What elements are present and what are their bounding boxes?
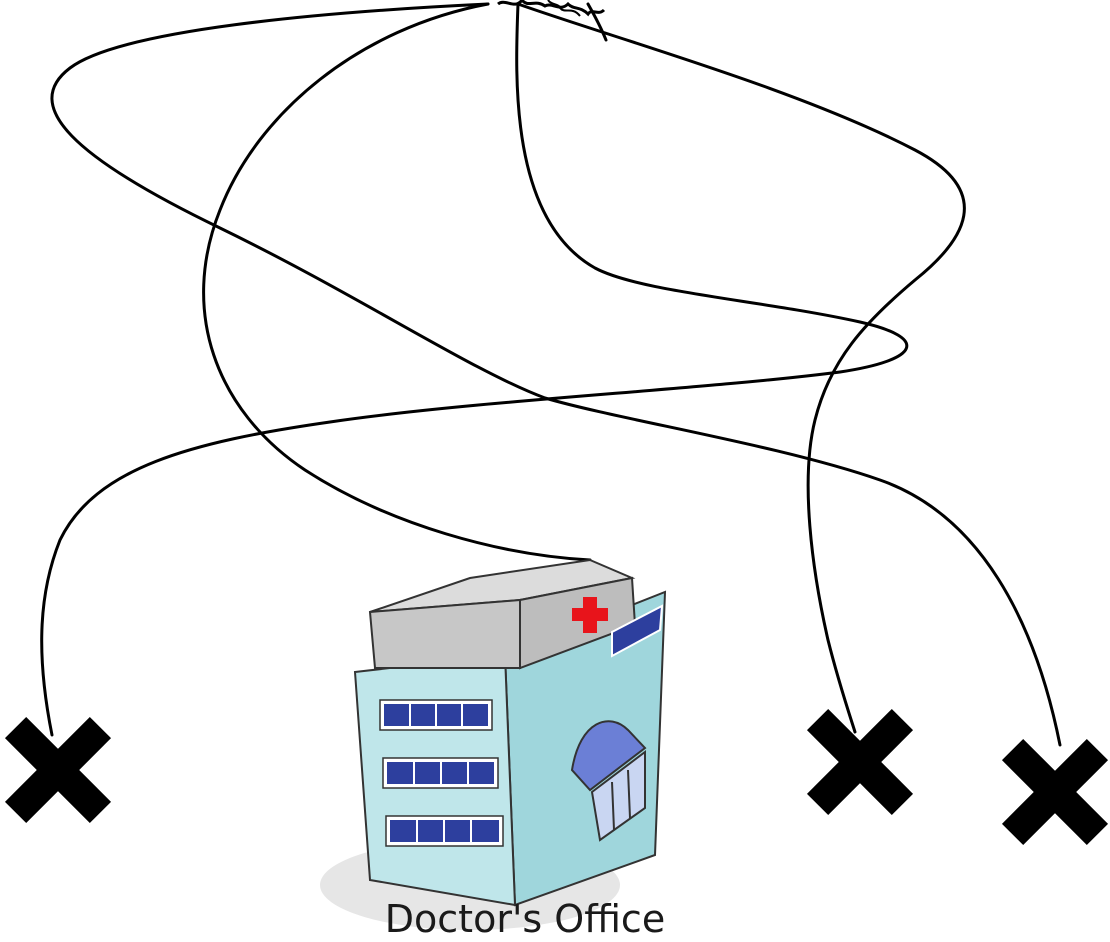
route-line-1 [50,2,1062,747]
route-line-4 [516,2,966,734]
window-row [382,757,499,789]
doctors-office-icon [320,558,667,930]
x-mark-icon [1001,738,1109,846]
office-label: Doctor's Office [385,897,665,941]
route-line-3 [40,2,909,737]
medical-cross-icon [572,597,608,633]
route-line-5 [586,2,608,42]
window-row [379,699,493,731]
x-mark-icon [806,708,914,816]
route-line-2 [202,2,592,562]
x-mark-icon [4,716,112,824]
start-point-icon [497,0,606,17]
entrance-icon [570,720,647,842]
window-row [385,815,504,847]
